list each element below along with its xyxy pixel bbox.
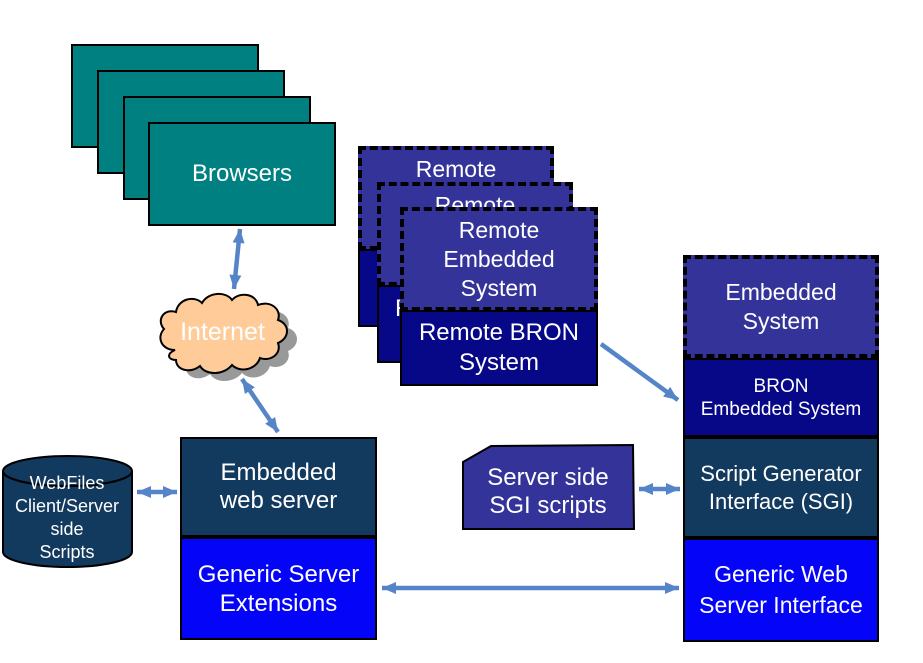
bron-embedded-system-label: BRON <box>753 375 809 397</box>
internet-cloud <box>159 293 297 382</box>
bron-embedded-system-box: BRON Embedded System <box>683 358 879 437</box>
generic-server-extensions-box: Generic Server Extensions <box>180 537 377 640</box>
script-generator-interface-box: Script Generator Interface (SGI) <box>683 437 879 538</box>
cloud-icon <box>159 293 288 374</box>
script-generator-interface-label: Script Generator <box>700 460 862 486</box>
browsers-box: Browsers <box>148 122 336 226</box>
embedded-system-label: Embedded <box>725 278 837 305</box>
generic-server-extensions-label: Generic Server <box>197 560 360 588</box>
remote-bron-system-box: Remote BRON System <box>400 310 598 386</box>
embedded-system-box: Embedded System <box>683 255 879 358</box>
arrow-browsers-internet <box>229 228 245 290</box>
server-side-sgi-scripts-shape <box>462 443 636 530</box>
generic-web-server-interface-label: Generic Web <box>714 561 848 587</box>
browsers-label: Browsers <box>191 160 293 187</box>
generic-web-server-interface-box: Generic Web Server Interface <box>683 538 879 642</box>
remote-embedded-system-label: Remote <box>415 155 497 182</box>
embedded-web-server-label: Embedded <box>220 459 337 486</box>
webfiles-cylinder <box>2 455 133 568</box>
embedded-web-server-box: Embedded web server <box>180 437 377 537</box>
remote-embedded-system-box: Remote Embedded System <box>400 207 598 311</box>
arrow-remote-bron-to-bron-embedded <box>599 342 680 402</box>
